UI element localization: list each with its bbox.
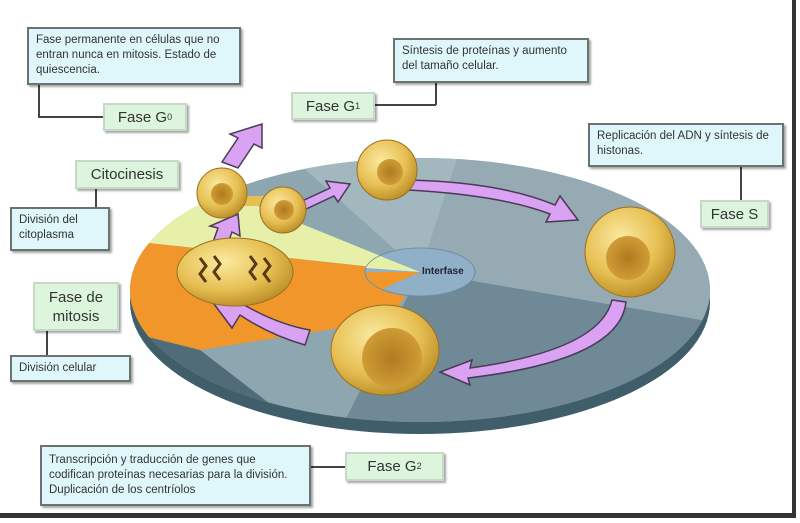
connector-cito	[95, 188, 97, 208]
connector-g0-h	[38, 116, 103, 118]
connector-g1-v	[435, 82, 437, 105]
cell-g2	[330, 304, 440, 396]
g1-label-text: Fase G	[305, 97, 356, 115]
cells-citocinesis	[196, 167, 307, 234]
g0-subscript: 0	[167, 111, 173, 122]
cell-g1	[356, 139, 418, 201]
s-label: Fase S	[700, 200, 769, 228]
interfase-label: Interfase	[422, 266, 464, 277]
g1-description: Síntesis de proteínas y aumento del tama…	[393, 38, 589, 83]
connector-mitosis	[46, 330, 48, 356]
g1-sector	[250, 158, 470, 272]
mitosis-label: Fase de mitosis	[33, 282, 119, 331]
connector-s	[740, 166, 742, 200]
cell-s	[584, 206, 676, 298]
g0-label-text: Fase G	[117, 108, 168, 126]
s-description: Replicación del ADN y síntesis de histon…	[588, 123, 784, 167]
cell-mitosis	[176, 237, 294, 307]
g2-label-text: Fase G	[367, 458, 417, 475]
cycle-arrows	[206, 122, 627, 387]
g1-subscript: 1	[355, 100, 361, 111]
connector-g1	[374, 104, 436, 106]
arrow-g1-to-s	[407, 179, 580, 223]
g2-description: Transcripción y traducción de genes que …	[40, 445, 311, 506]
citocinesis-sector	[130, 158, 420, 272]
connector-g0	[38, 85, 40, 117]
mitosis-description: División celular	[10, 355, 131, 382]
citocinesis-description: División del citoplasma	[10, 207, 110, 251]
interfase-mitosis-wedge	[366, 256, 420, 272]
connector-g2	[310, 466, 345, 468]
g2-subscript: 2	[416, 461, 422, 471]
interfase-orange-wedge	[365, 272, 420, 289]
arrow-to-g1	[298, 180, 352, 211]
g0-description: Fase permanente en células que no entran…	[27, 27, 241, 85]
arrow-s-to-g2	[437, 299, 627, 387]
arrow-g0	[220, 122, 263, 169]
citocinesis-label: Citocinesis	[75, 160, 179, 189]
